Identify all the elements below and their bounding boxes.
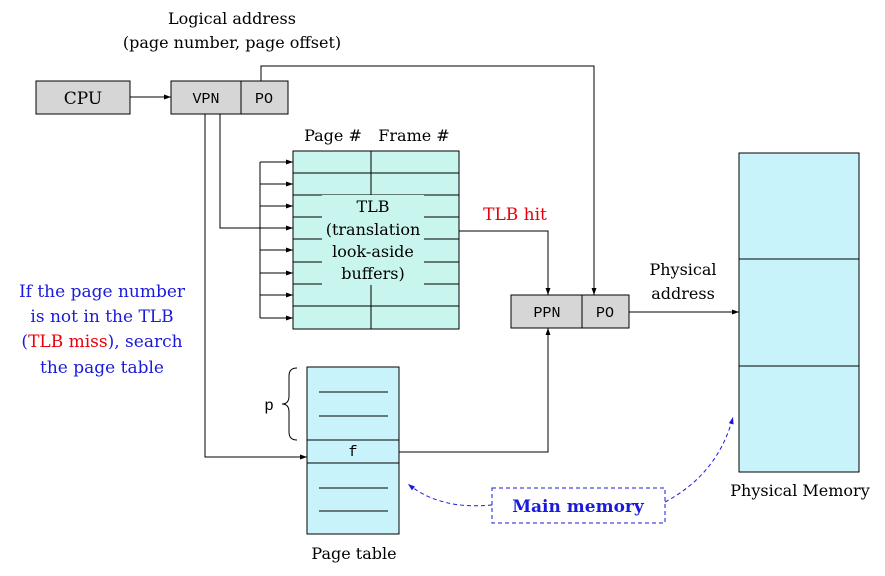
ppn-label: PPN [533, 305, 560, 322]
physical-address-box: PPN PO [510, 294, 630, 329]
vpn-to-page-table-arrow [204, 114, 307, 460]
tlb-miss-line3: (TLB miss), search [21, 332, 182, 352]
logical-address-line1: Logical address [168, 9, 296, 28]
tlb-search-arrows [219, 114, 293, 321]
physical-memory-label: Physical Memory [730, 481, 869, 500]
tlb-miss-line4: the page table [40, 358, 164, 378]
tlb-label: TLB [356, 197, 389, 216]
cpu-box: CPU [35, 80, 131, 115]
virtual-address-box: VPN PO [170, 80, 289, 115]
logical-address-label: Logical address (page number, page offse… [123, 9, 341, 52]
physical-memory [738, 152, 860, 473]
physical-po-label: PO [596, 305, 614, 322]
tlb-label-line3: look-aside [332, 242, 414, 261]
tlb-miss-line2: is not in the TLB [30, 307, 173, 327]
logical-address-line2: (page number, page offset) [123, 33, 341, 52]
tlb-hit-arrow [459, 230, 551, 295]
page-number-p-label: p [264, 397, 274, 415]
tlb-miss-highlight: TLB miss [28, 332, 108, 352]
page-table-to-ppn-arrow [399, 328, 551, 453]
tlb-miss-line1: If the page number [19, 282, 186, 302]
main-memory-to-page-table-arrow [407, 483, 493, 507]
page-table-label: Page table [311, 544, 396, 563]
physical-address-line2: address [651, 284, 715, 303]
physical-address-line1: Physical [649, 260, 716, 279]
tlb-miss-note: If the page number is not in the TLB (TL… [19, 282, 186, 378]
page-table: f [306, 366, 400, 535]
main-memory-to-physical-memory-arrow [664, 416, 734, 503]
page-table-f-label: f [348, 444, 357, 461]
offset-passthrough-arrow [260, 65, 597, 295]
cpu-label: CPU [64, 89, 102, 109]
po-label: PO [255, 91, 273, 108]
tlb-hit-label: TLB hit [483, 205, 547, 225]
tlb-col-frame: Frame # [378, 126, 449, 145]
main-memory-label: Main memory [512, 497, 645, 517]
tlb-label-line4: buffers) [341, 264, 404, 283]
tlb-table: TLB (translation look-aside buffers) [292, 150, 460, 330]
main-memory-callout: Main memory [491, 487, 666, 524]
tlb-col-page: Page # [304, 126, 362, 145]
p-brace [281, 367, 298, 441]
vpn-label: VPN [192, 91, 219, 108]
tlb-label-line2: (translation [326, 220, 421, 239]
